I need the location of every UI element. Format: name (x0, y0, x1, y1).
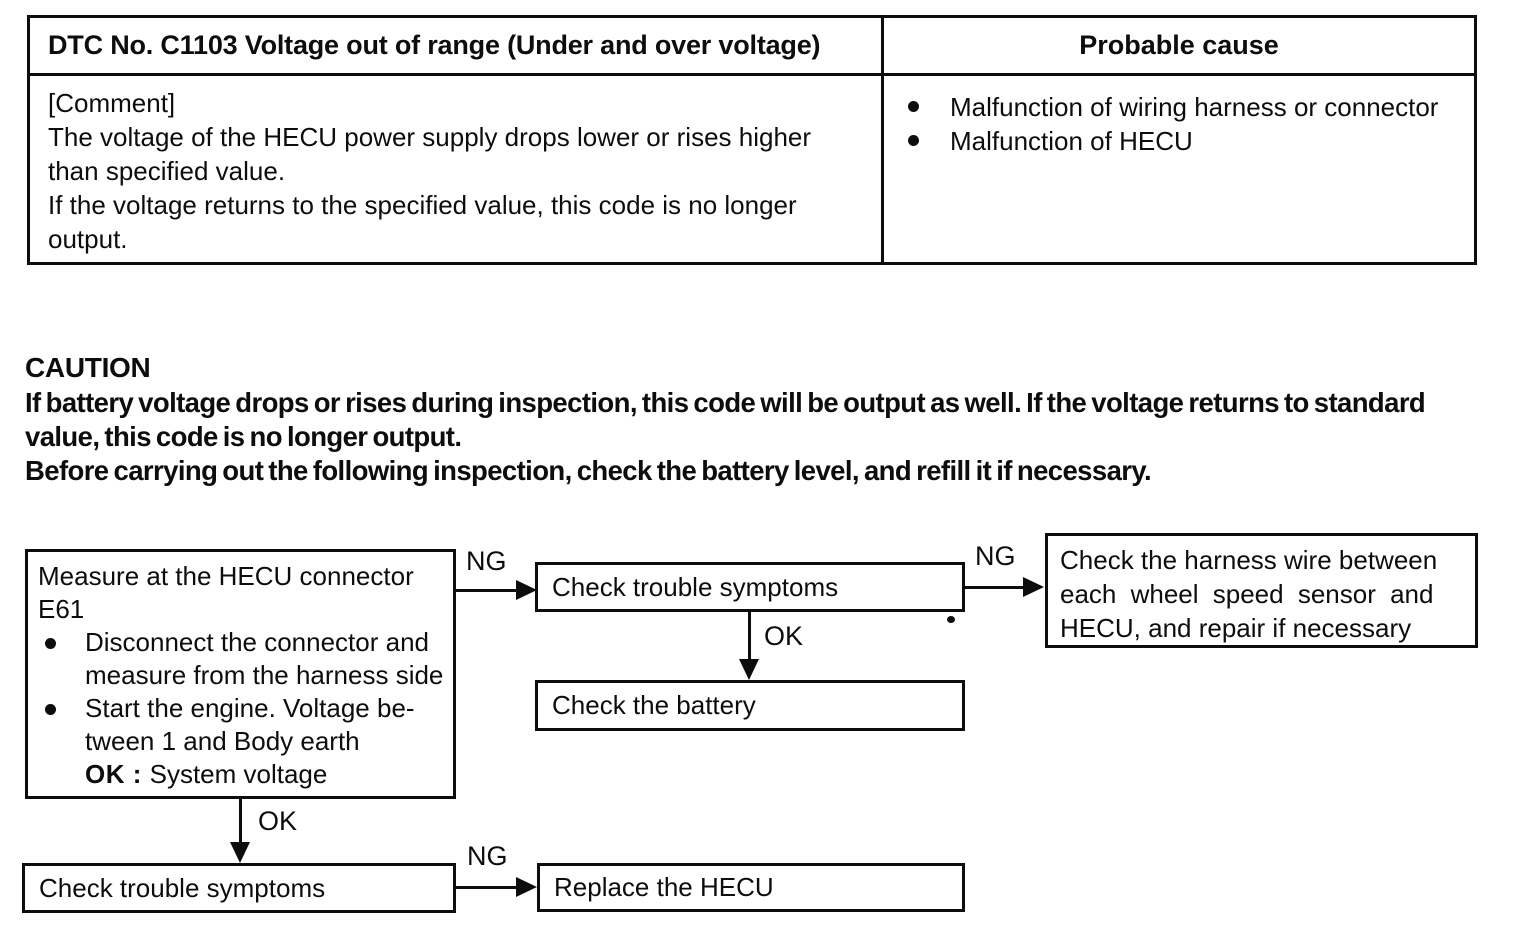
cause-text: Malfunction of wiring harness or connect… (950, 92, 1439, 122)
label-ng-measure-to-symptoms: NG (466, 546, 507, 576)
box-text-line: Check the harness wire between (1060, 545, 1438, 575)
box-text-line: each wheel speed sensor and (1060, 579, 1434, 609)
dtc-table-header-probable-cause: Probable cause (881, 18, 1474, 76)
flow-box-check-trouble-symptoms-1: Check trouble symptoms (535, 562, 965, 612)
cause-item: Malfunction of wiring harness or connect… (908, 90, 1464, 124)
box-text-line: HECU, and repair if necessary (1060, 613, 1412, 643)
dtc-title-text: DTC No. C1103 Voltage out of range (Unde… (48, 30, 821, 60)
arrow-line-measure-to-symptoms (455, 589, 518, 592)
caution-body: If battery voltage drops or rises during… (25, 387, 1426, 486)
caution-section: CAUTION If battery voltage drops or rise… (25, 352, 1495, 488)
dtc-table-header-dtc: DTC No. C1103 Voltage out of range (Unde… (30, 18, 881, 76)
arrow-line-symptoms2-to-replace (456, 886, 518, 889)
bullet-icon (45, 704, 56, 715)
box-text: Check trouble symptoms (39, 872, 326, 903)
arrowhead-right-icon (516, 877, 537, 897)
measure-step-text: Start the engine. Voltage be-tween 1 and… (85, 693, 415, 756)
bullet-icon (908, 135, 919, 146)
flow-box-check-harness-wire: Check the harness wire between each whee… (1045, 533, 1478, 648)
arrow-line-symptoms-to-harness (965, 586, 1025, 589)
label-ok-measure-to-symptoms2: OK (258, 806, 298, 836)
ink-speck-artifact (947, 616, 955, 623)
probable-cause-cell: Malfunction of wiring harness or connect… (881, 76, 1474, 262)
dtc-table: DTC No. C1103 Voltage out of range (Unde… (27, 15, 1477, 265)
flow-box-replace-hecu: Replace the HECU (537, 863, 965, 912)
measure-ok-spec: OK : System voltage (85, 758, 445, 791)
label-ng-symptoms2-to-replace: NG (467, 841, 508, 871)
dtc-comment-cell: [Comment]The voltage of the HECU power s… (48, 88, 812, 254)
flow-box-check-trouble-symptoms-2: Check trouble symptoms (22, 863, 456, 913)
bullet-icon (45, 638, 56, 649)
label-ok-symptoms-to-battery: OK (764, 621, 804, 651)
flow-box-check-battery: Check the battery (535, 680, 965, 731)
measure-step: Start the engine. Voltage be-tween 1 and… (38, 692, 445, 758)
arrowhead-right-icon (516, 580, 537, 600)
cause-text: Malfunction of HECU (950, 126, 1193, 156)
probable-cause-text: Probable cause (1079, 30, 1279, 60)
arrowhead-down-icon (739, 659, 759, 680)
bullet-icon (908, 101, 919, 112)
arrow-line-measure-to-symptoms2 (239, 799, 242, 844)
cause-item: Malfunction of HECU (908, 124, 1464, 158)
arrow-line-symptoms-to-battery (748, 612, 751, 661)
ok-spec-label: OK : (85, 759, 150, 789)
arrowhead-down-icon (230, 842, 250, 863)
arrowhead-right-icon (1023, 577, 1044, 597)
box-text: Replace the HECU (554, 872, 774, 902)
box-text: Check the battery (552, 690, 756, 720)
caution-heading: CAUTION (25, 352, 151, 383)
box-text: Check trouble symptoms (552, 571, 839, 602)
ok-spec-value: System voltage (149, 759, 328, 789)
label-ng-symptoms-to-harness: NG (975, 541, 1016, 571)
